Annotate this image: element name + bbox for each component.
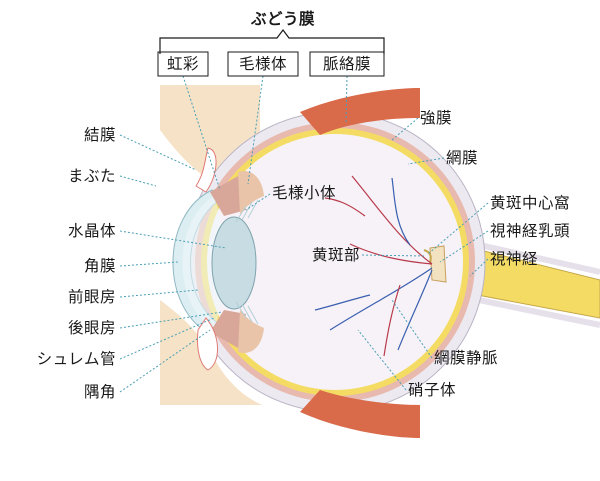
- leader-line: [119, 134, 197, 171]
- retinal-vessel: [329, 267, 433, 331]
- upper-eyelid: [160, 85, 260, 184]
- iris-upper: [210, 176, 246, 216]
- zonule-label: 毛様小体: [272, 184, 336, 202]
- leader-line: [119, 175, 157, 187]
- leader-line: [119, 230, 227, 249]
- leader-line: [439, 230, 489, 263]
- lens: [211, 216, 257, 310]
- vitreous-body: [207, 134, 463, 390]
- ciliary-body-label: 毛様体: [239, 55, 287, 73]
- leader-line: [427, 202, 489, 255]
- anterior-chamber-label: 前眼房: [68, 288, 116, 306]
- iris-label-box: [157, 51, 209, 77]
- leader-line: [119, 261, 179, 267]
- ciliary-label-box: [227, 51, 299, 77]
- eyelid-label: まぶた: [68, 167, 116, 185]
- fovea-label: 黄斑中心窩: [490, 194, 570, 212]
- retinal-vessel: [324, 197, 366, 217]
- leader-line: [119, 289, 199, 298]
- retinal-vessel: [349, 243, 433, 265]
- macula-label: 黄斑部: [312, 246, 360, 264]
- leader-line: [119, 317, 215, 360]
- posterior-chamber-label: 後眼房: [68, 319, 116, 337]
- conjunctiva-label: 結膜: [84, 126, 116, 144]
- retinal-vessel: [391, 177, 411, 246]
- leader-line: [119, 311, 223, 329]
- leader-line: [357, 329, 407, 391]
- sclera-label: 強膜: [420, 109, 452, 127]
- uvea-title: ぶどう膜: [250, 10, 315, 28]
- retinal-vessel: [383, 284, 401, 357]
- iris-lower: [210, 310, 246, 348]
- leader-line: [391, 117, 419, 141]
- optic-disc: [429, 245, 447, 283]
- superior-muscle: [300, 88, 420, 135]
- zonule-fibers: [235, 199, 259, 325]
- ciliary-body-upper: [238, 171, 264, 214]
- leader-line: [345, 75, 348, 125]
- inferior-muscle: [300, 390, 420, 438]
- upper-lid-margin: [195, 147, 217, 193]
- choroid-label-box: [309, 51, 385, 77]
- ciliary-body-lower: [238, 310, 264, 353]
- choroid-label: 脈絡膜: [323, 55, 371, 73]
- lower-lid-margin: [197, 317, 219, 371]
- cornea-label: 角膜: [84, 257, 116, 275]
- vitreous-label: 硝子体: [408, 381, 456, 399]
- optic-disc-label: 視神経乳頭: [490, 222, 570, 240]
- uvea-bracket: [159, 29, 385, 54]
- retina-label: 網膜: [446, 149, 478, 167]
- leader-line: [245, 193, 271, 211]
- lower-eyelid: [160, 300, 262, 405]
- optic-nerve-label: 視神経: [490, 250, 538, 268]
- retinal-vessel: [397, 269, 433, 351]
- schlemm-canal-label: シュレム管: [37, 350, 116, 368]
- fovea: [423, 249, 432, 263]
- leader-lines: [119, 75, 489, 393]
- iris-label: 虹彩: [167, 55, 199, 73]
- leader-line: [469, 258, 489, 277]
- lens-label: 水晶体: [68, 222, 116, 240]
- retinal-vein-label: 網膜静脈: [434, 349, 498, 367]
- retinal-vessel: [314, 294, 371, 311]
- anterior-chamber: [182, 196, 223, 330]
- angle-label: 隅角: [84, 383, 116, 401]
